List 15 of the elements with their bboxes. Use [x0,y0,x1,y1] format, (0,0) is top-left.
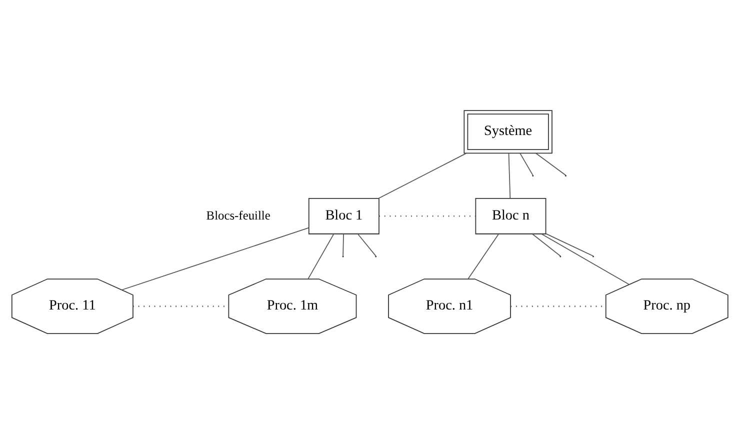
connector [378,152,467,199]
node-box: Bloc 1 [308,198,380,234]
node-box: Bloc n [475,198,546,234]
connector [532,234,561,256]
node-label: Blocs-feuille [206,208,270,222]
connector [508,153,511,199]
connector [535,152,566,176]
connector [520,152,534,176]
connector [468,234,500,280]
connector [308,234,334,280]
node-box: Système [464,110,552,154]
connector [121,227,310,290]
connector [546,233,594,256]
connector [541,234,630,285]
connector [357,234,376,256]
